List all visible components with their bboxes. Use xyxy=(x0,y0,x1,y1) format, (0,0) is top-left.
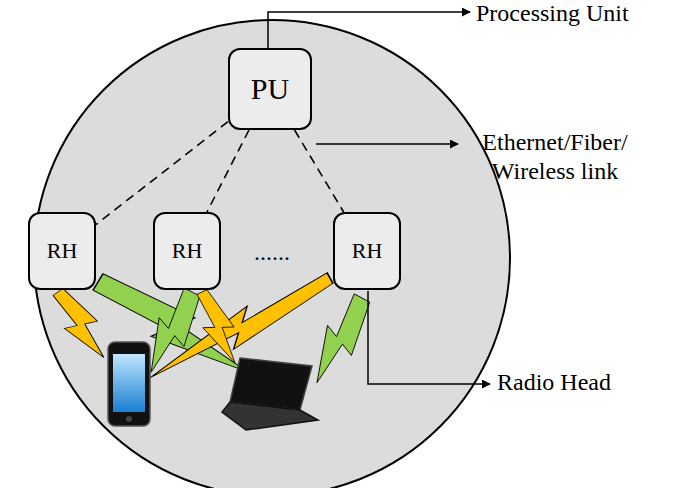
callout-label: Ethernet/Fiber/ Wireless link xyxy=(460,128,650,186)
callout-label: Processing Unit xyxy=(476,0,629,28)
link-connector xyxy=(96,122,228,225)
laptop-icon xyxy=(222,358,318,430)
link-connector xyxy=(295,130,344,212)
radio-head-box: RH xyxy=(333,212,401,290)
coverage-circle xyxy=(34,20,510,488)
radio-head-box: RH xyxy=(153,212,221,290)
ellipsis-label: ...... xyxy=(254,238,290,267)
processing-unit-box: PU xyxy=(228,48,312,130)
box-label: RH xyxy=(352,238,383,264)
box-label: RH xyxy=(172,238,203,264)
smartphone-icon xyxy=(108,342,150,426)
box-label: PU xyxy=(251,72,289,106)
box-label: RH xyxy=(47,238,78,264)
callout-label: Radio Head xyxy=(497,368,611,397)
link-connector xyxy=(207,130,249,212)
radio-head-box: RH xyxy=(28,212,96,290)
